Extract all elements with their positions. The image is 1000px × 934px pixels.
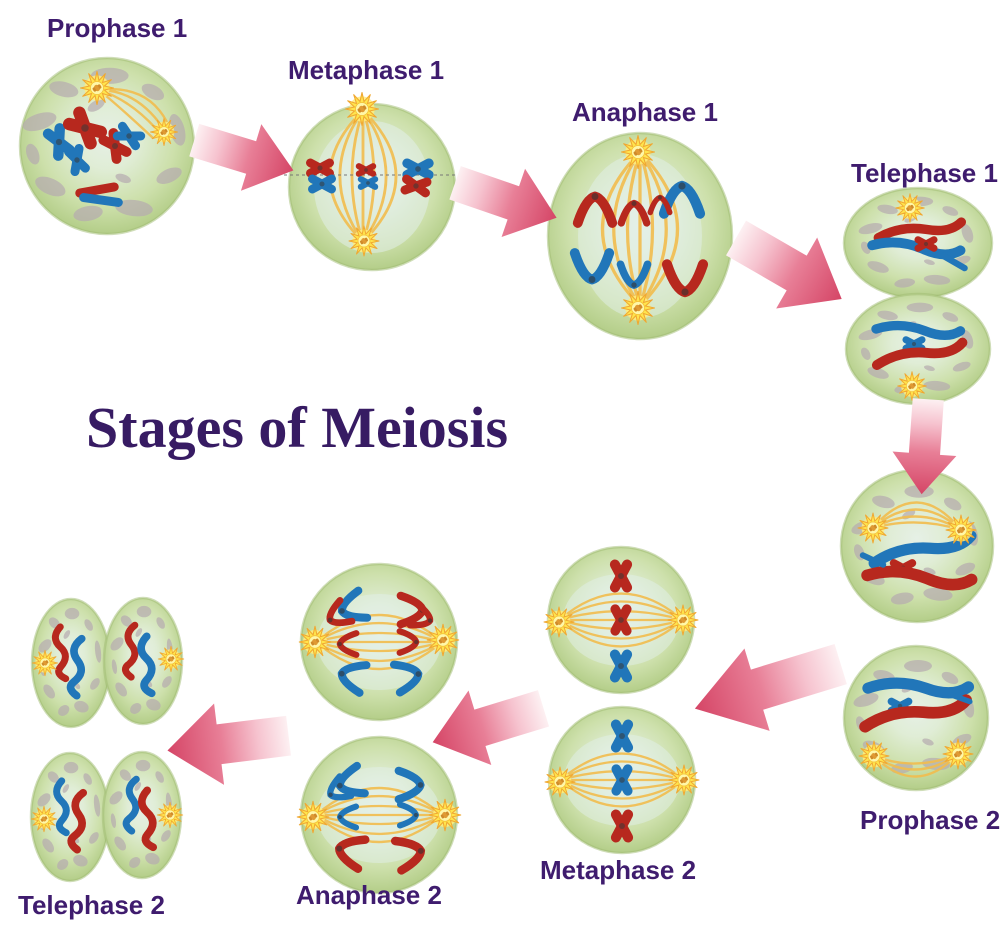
stage-label-telephase-1: Telephase 1 bbox=[851, 158, 998, 188]
telephase-2-top-cells bbox=[30, 596, 185, 729]
telephase-2-bottom-cells bbox=[29, 750, 184, 883]
flow-arrow-anaphase2-to-telephase2-icon bbox=[162, 694, 294, 792]
prophase-1-cell bbox=[18, 56, 196, 236]
anaphase-2-top-cell bbox=[298, 562, 460, 722]
page-title: Stages of Meiosis bbox=[86, 395, 509, 460]
prophase-2-bottom-cell bbox=[842, 644, 990, 792]
stage-label-prophase-2: Prophase 2 bbox=[860, 805, 1000, 835]
stage-label-metaphase-1: Metaphase 1 bbox=[288, 55, 445, 85]
stage-label-anaphase-1: Anaphase 1 bbox=[572, 97, 718, 127]
stage-label-anaphase-2: Anaphase 2 bbox=[296, 880, 442, 910]
metaphase-2-top-cell bbox=[543, 545, 699, 695]
flow-arrow-prophase1-to-metaphase1-icon bbox=[184, 106, 304, 204]
telephase-1-cells bbox=[842, 186, 994, 406]
anaphase-2-bottom-cell bbox=[296, 735, 462, 895]
anaphase-1-cell bbox=[546, 131, 734, 341]
stage-label-metaphase-2: Metaphase 2 bbox=[540, 855, 697, 885]
metaphase-2-bottom-cell bbox=[544, 705, 700, 855]
prophase-2-top-cell bbox=[839, 468, 995, 624]
flow-arrow-anaphase1-to-telephase1-icon bbox=[715, 202, 863, 335]
stage-label-telephase-2: Telephase 2 bbox=[18, 890, 165, 920]
flow-arrow-prophase2-to-metaphase2-icon bbox=[682, 622, 854, 750]
stage-label-prophase-1: Prophase 1 bbox=[47, 13, 188, 43]
metaphase-1-cell bbox=[284, 91, 466, 272]
